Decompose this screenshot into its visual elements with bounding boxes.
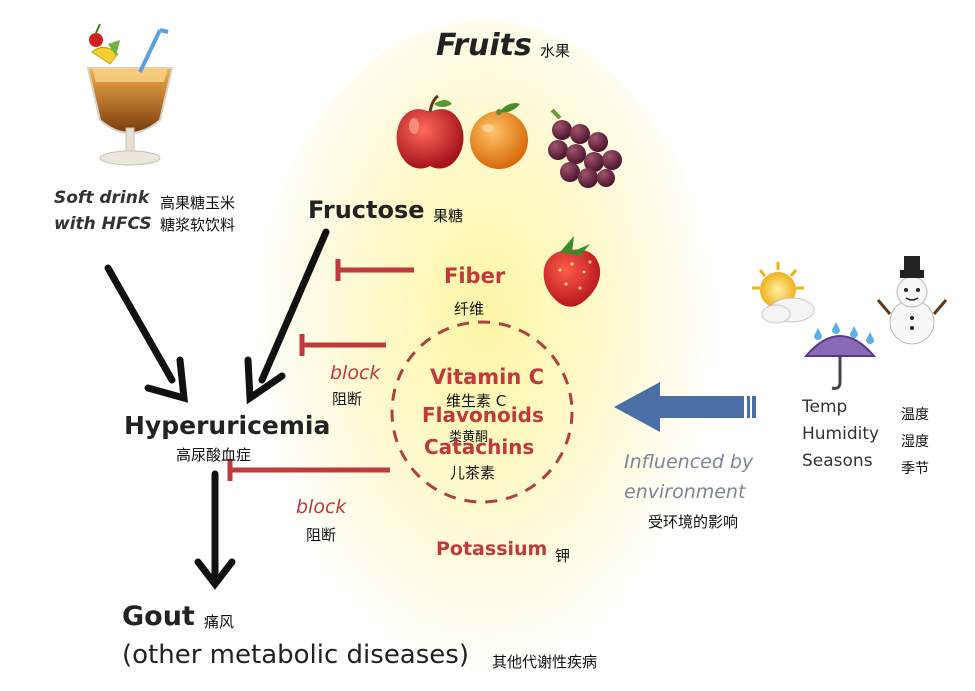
potassium-cn: 钾: [555, 547, 571, 565]
grapes-icon: [548, 108, 622, 188]
soft-drink-cn2: 糖浆软饮料: [160, 216, 236, 234]
factor-temp: Temp: [802, 397, 848, 417]
vitamin-c-label: Vitamin C: [430, 365, 545, 389]
umbrella-rain-icon: [803, 322, 877, 390]
hyperuricemia-cn: 高尿酸血症: [176, 446, 252, 464]
flavonoids-cn: 类黄酮: [449, 430, 489, 445]
other-diseases-cn: 其他代谢性疾病: [492, 653, 598, 671]
cocktail-icon: [86, 23, 174, 166]
gout-label: Gout: [122, 601, 195, 632]
sun-cloud-icon: [752, 262, 815, 324]
fruits-title: Fruits: [436, 28, 532, 63]
fructose-cn: 果糖: [433, 207, 464, 225]
catachins-cn: 儿茶素: [450, 464, 496, 482]
factor-humidity: Humidity: [802, 424, 880, 444]
hyperuricemia-label: Hyperuricemia: [124, 411, 331, 440]
orange-icon: [470, 103, 528, 169]
block-label-1: block: [330, 362, 381, 384]
factor-humidity-cn: 湿度: [901, 434, 929, 450]
block-cn-1: 阻断: [332, 390, 363, 408]
environment-arrow: [614, 382, 756, 432]
black-arrows: [104, 228, 330, 590]
environment-factors-cn: 温度 湿度 季节: [901, 402, 929, 483]
soft-drink-line2: with HFCS: [54, 214, 152, 234]
soft-drink-label: Soft drink with HFCS: [54, 185, 152, 237]
fiber-cn: 纤维: [454, 300, 485, 318]
soft-drink-cn1: 高果糖玉米: [160, 194, 236, 212]
environment-factors: Temp Humidity Seasons: [802, 394, 879, 475]
fiber-label: Fiber: [444, 264, 506, 288]
influenced-line2: environment: [624, 481, 746, 503]
factor-seasons-cn: 季节: [901, 461, 929, 477]
influenced-cn: 受环境的影响: [648, 513, 739, 531]
catachins-label: Catachins: [424, 435, 535, 459]
soft-drink-line1: Soft drink: [54, 188, 150, 208]
block-cn-2: 阻断: [306, 526, 337, 544]
apple-icon: [396, 94, 464, 169]
nutrient-group-circle: [390, 320, 574, 504]
factor-temp-cn: 温度: [901, 407, 929, 423]
influenced-label: Influenced by environment: [624, 447, 753, 507]
potassium-label: Potassium: [436, 538, 548, 560]
other-diseases-label: (other metabolic diseases): [122, 640, 469, 670]
fructose-label: Fructose: [308, 196, 425, 224]
vitamin-c-cn: 维生素 C: [446, 392, 507, 410]
fruits-title-cn: 水果: [540, 42, 571, 60]
strawberry-icon: [543, 236, 601, 307]
block-label-2: block: [296, 496, 347, 518]
influenced-line1: Influenced by: [624, 451, 754, 473]
flavonoids-label: Flavonoids: [422, 403, 544, 427]
gout-cn: 痛风: [204, 613, 235, 631]
inhibition-lines: [227, 259, 414, 481]
snowman-icon: [876, 256, 948, 345]
factor-seasons: Seasons: [802, 451, 873, 471]
